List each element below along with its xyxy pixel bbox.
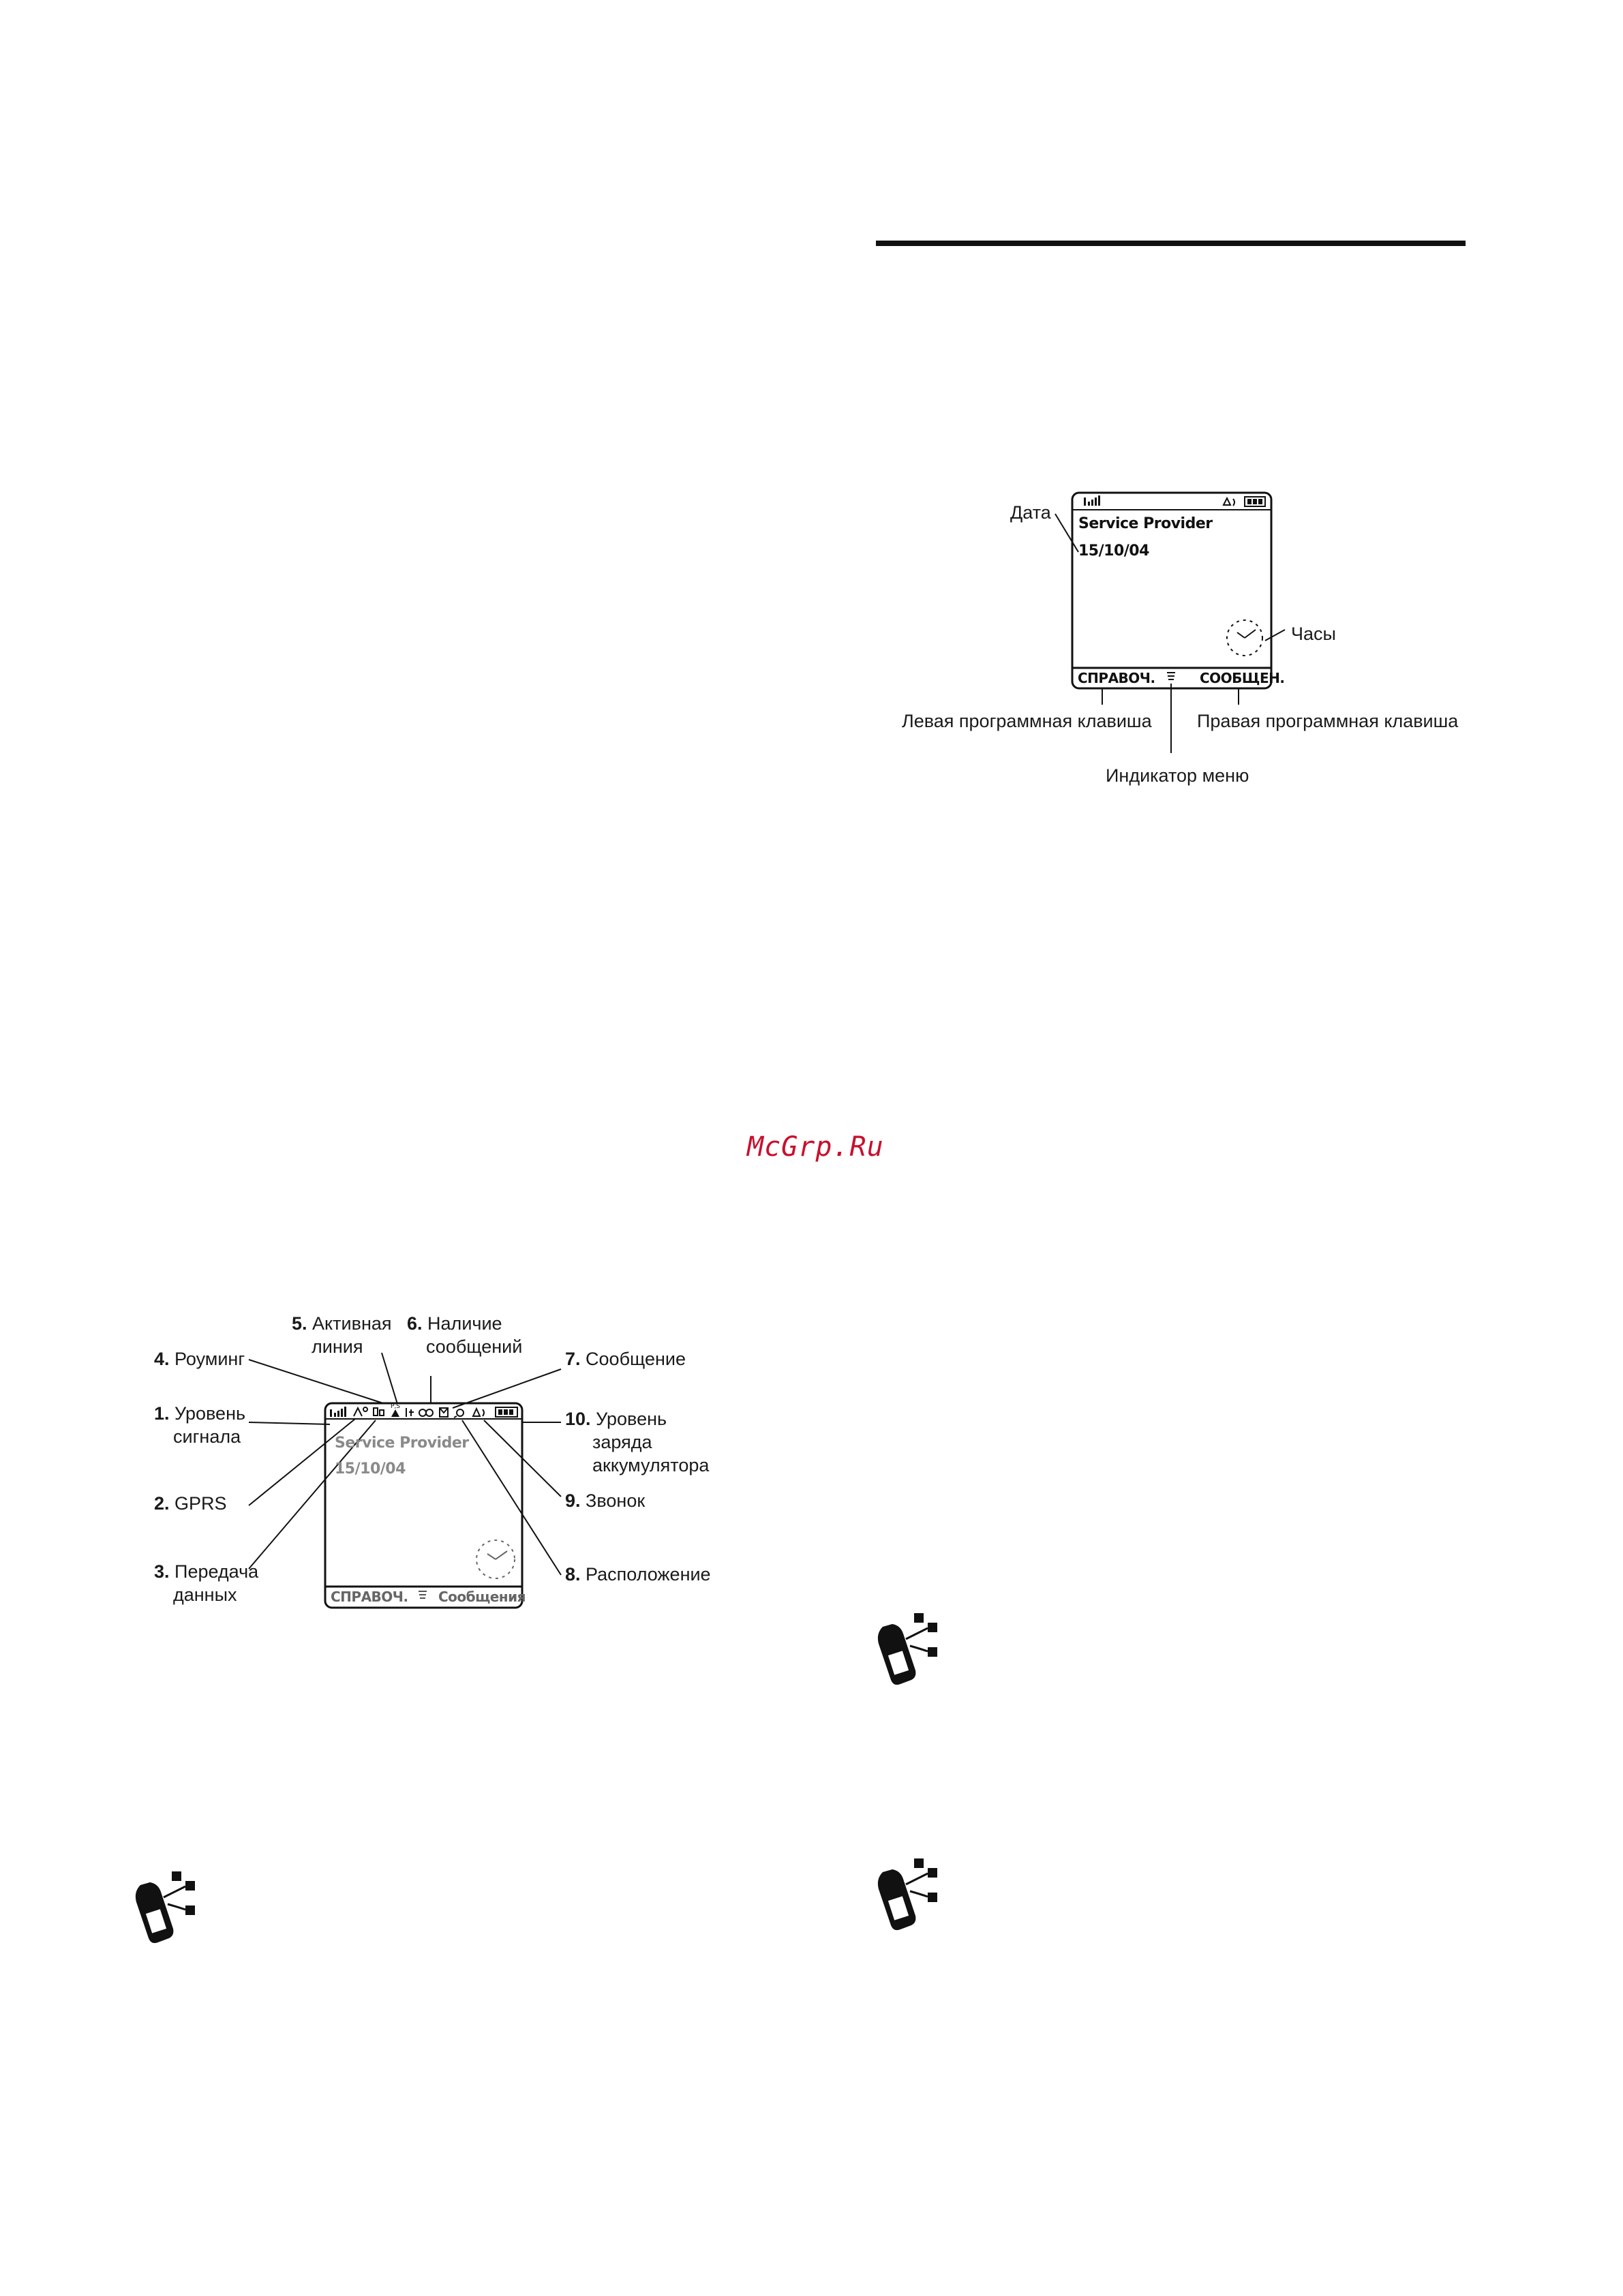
label-right-softkey: Правая программная клавиша [1197, 711, 1459, 731]
battery-icon [495, 1407, 518, 1418]
label-menu-indicator: Индикатор меню [1106, 765, 1249, 786]
label-date: Дата [1010, 502, 1051, 523]
label-active-line-2: линия [312, 1336, 363, 1357]
left-softkey[interactable]: СПРАВОЧ. [1078, 670, 1155, 686]
label-roaming: 4. Роуминг [154, 1349, 245, 1369]
active-line-icon [406, 1408, 414, 1417]
label-signal-strength: 1. Уровень [154, 1403, 246, 1424]
label-gprs: 2. GPRS [154, 1493, 227, 1514]
gprs-icon [353, 1406, 368, 1417]
watermark: McGrp.Ru [747, 1131, 884, 1163]
label-signal-strength-2: сигнала [173, 1426, 241, 1447]
label-data-transfer-2: данных [173, 1585, 237, 1605]
label-location: 8. Расположение [565, 1564, 711, 1585]
right-softkey[interactable]: СООБЩЕН. [1200, 670, 1285, 686]
label-battery-level: 10. Уровень [565, 1409, 667, 1429]
label-message: 7. Сообщение [565, 1349, 686, 1369]
label-data-transfer: 3. Передача [154, 1561, 259, 1582]
label-left-softkey: Левая программная клавиша [902, 711, 1152, 731]
screen-provider: Service Provider [1078, 515, 1213, 532]
location-icon [453, 1409, 464, 1418]
label-active-line: 5. Активная [292, 1313, 392, 1334]
clock-icon [1226, 619, 1263, 656]
right-softkey[interactable]: Сообщения [438, 1589, 526, 1605]
label-clock: Часы [1291, 624, 1336, 644]
roaming-icon: P,S [391, 1403, 400, 1417]
data-transfer-icon [373, 1407, 384, 1416]
clock-icon [476, 1540, 515, 1579]
message-waiting-icon [419, 1409, 434, 1417]
label-battery-level-3: аккумулятора [592, 1455, 710, 1475]
screen-date: 15/10/04 [335, 1460, 406, 1478]
signal-strength-icon [1084, 495, 1100, 506]
phone-feature-icon [877, 1858, 937, 1931]
svg-text:P,S: P,S [391, 1403, 400, 1410]
label-message-waiting-2: сообщений [426, 1336, 523, 1357]
ringer-icon [472, 1407, 485, 1417]
section-rule [876, 241, 1466, 246]
phone-feature-icon [877, 1613, 937, 1685]
menu-indicator-icon [1167, 672, 1175, 680]
screen-date: 15/10/04 [1078, 542, 1149, 560]
ringer-icon [1222, 496, 1235, 506]
phone-feature-icon [135, 1871, 195, 1944]
battery-icon [1244, 496, 1266, 507]
message-icon [439, 1407, 449, 1418]
label-ringer: 9. Звонок [565, 1490, 646, 1511]
screen-provider: Service Provider [335, 1435, 469, 1452]
label-message-waiting: 6. Наличие [407, 1313, 502, 1334]
signal-strength-icon [330, 1407, 346, 1417]
label-battery-level-2: заряда [592, 1432, 652, 1452]
menu-indicator-icon [419, 1591, 427, 1599]
left-softkey[interactable]: СПРАВОЧ. [331, 1589, 408, 1605]
